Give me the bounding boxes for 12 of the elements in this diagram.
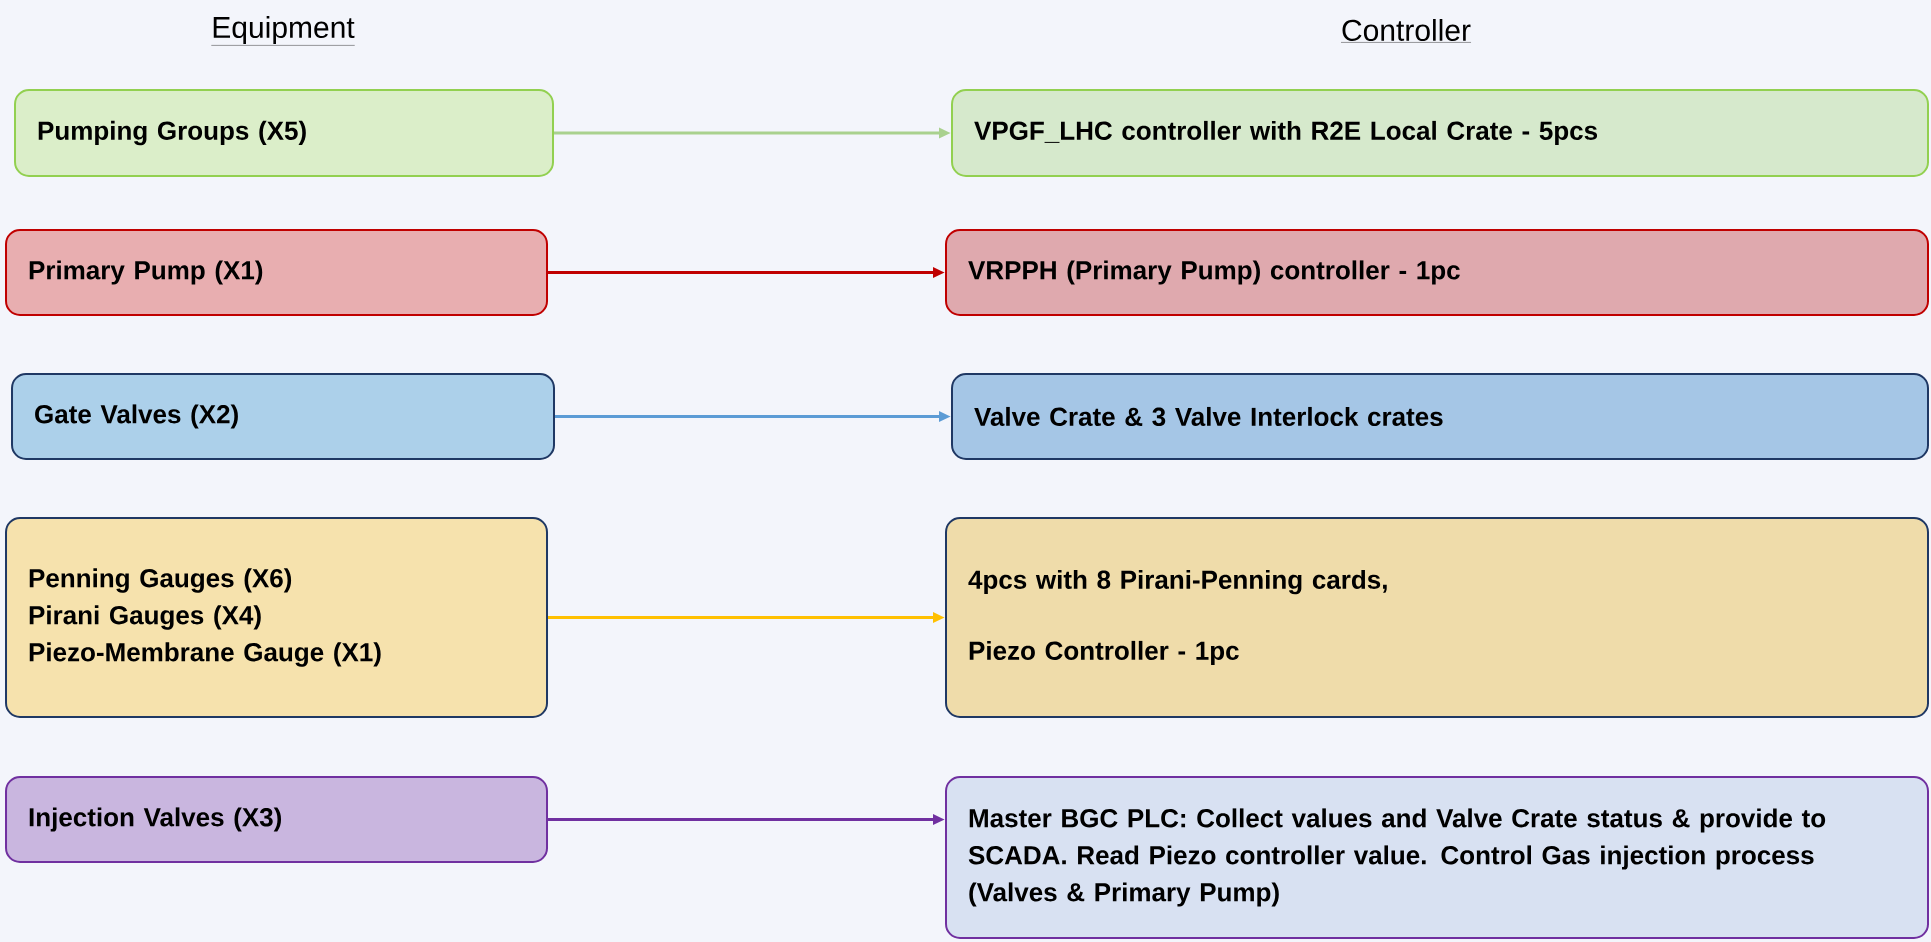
process-box: Master BGC PLC: Collect values and Valve Crate status & provide to SCADA. Read Piezo controller value. Control Gas injection process (Valves & Primary Pump) bbox=[945, 776, 1929, 939]
process-box: VPGF_LHC controller with R2E Local Crate - 5pcs bbox=[951, 89, 1929, 177]
process-box: 4pcs with 8 Pirani-Penning cards, Piezo Controller - 1pc bbox=[945, 517, 1929, 718]
column-heading: Equipment bbox=[211, 16, 355, 46]
process-box: Penning Gauges (X6) Pirani Gauges (X4) Piezo-Membrane Gauge (X1) bbox=[5, 517, 548, 718]
process-box: Injection Valves (X3) bbox=[5, 776, 548, 863]
column-heading: Controller bbox=[1340, 19, 1472, 43]
process-box: Pumping Groups (X5) bbox=[14, 89, 554, 177]
process-box: Valve Crate & 3 Valve Interlock crates bbox=[951, 373, 1929, 460]
process-box: VRPPH (Primary Pump) controller - 1pc bbox=[945, 229, 1929, 316]
process-box: Primary Pump (X1) bbox=[5, 229, 548, 316]
process-box: Gate Valves (X2) bbox=[11, 373, 555, 460]
